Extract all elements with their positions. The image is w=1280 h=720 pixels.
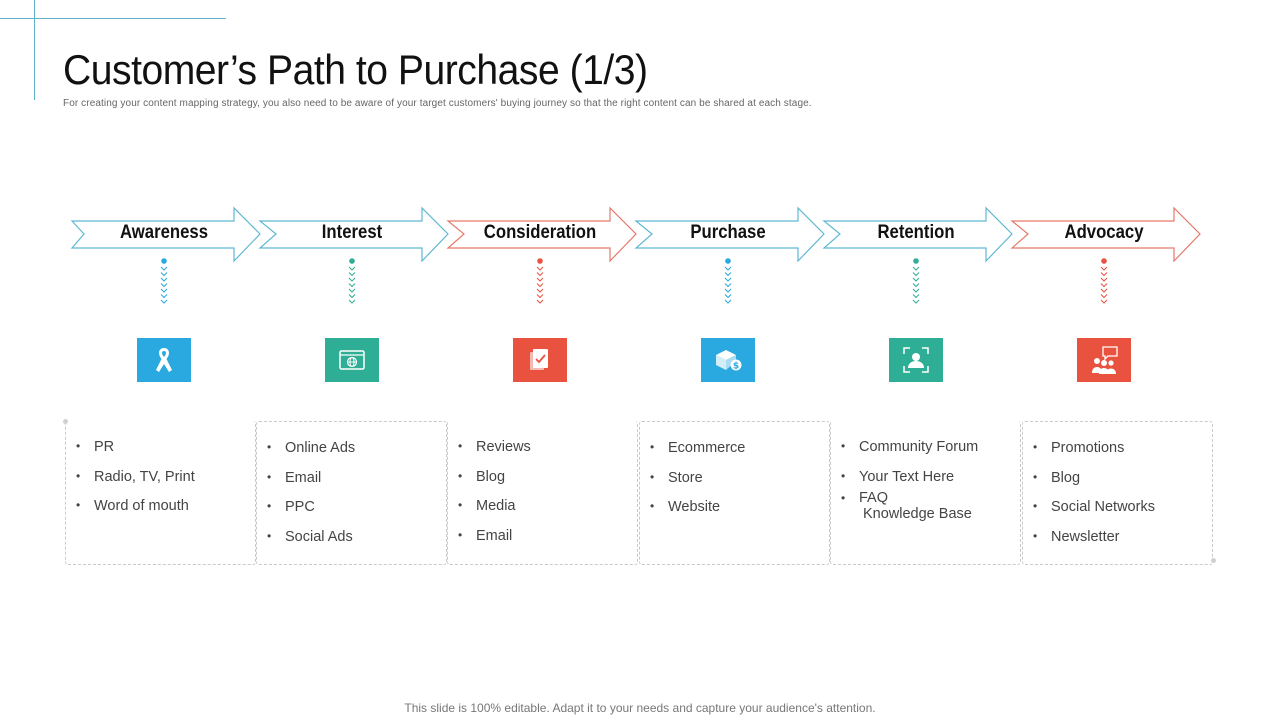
list-item: Media — [458, 498, 637, 528]
list-item-text: Radio, TV, Print — [94, 468, 195, 485]
stage-arrow-retention — [822, 206, 1013, 263]
group-chat-icon — [1089, 345, 1119, 375]
stage-item-list: Community ForumYour Text HereFAQKnowledg… — [831, 421, 1020, 522]
list-item: Ecommerce — [650, 440, 829, 470]
list-item-text: Promotions — [1051, 440, 1125, 456]
svg-text:$: $ — [733, 362, 739, 372]
list-item-text: Website — [668, 499, 721, 515]
list-item: Email — [267, 470, 446, 500]
stage-icon-tile-retention — [889, 338, 943, 382]
list-item-text: Social Ads — [285, 528, 353, 545]
stage-item-list: Online AdsEmailPPC Social Ads — [257, 422, 446, 558]
stage-icon-tile-purchase: $ — [701, 338, 755, 382]
browser-globe-icon — [339, 350, 365, 370]
stage-item-list: EcommerceStoreWebsite — [640, 422, 829, 529]
stage-connector-advocacy — [1100, 258, 1108, 304]
corner-accent-vertical — [34, 0, 35, 100]
list-item-text: Email — [476, 527, 513, 544]
list-item: Email — [458, 528, 637, 558]
list-item: Blog — [1033, 470, 1212, 500]
list-item-text: Email — [285, 469, 322, 486]
stage-item-list: ReviewsBlogMediaEmail — [448, 421, 637, 557]
stage-connector-interest — [348, 258, 356, 304]
stage-card-retention: Community ForumYour Text HereFAQKnowledg… — [830, 421, 1021, 565]
list-item: Newsletter — [1033, 529, 1212, 559]
stage-card-advocacy: PromotionsBlogSocial NetworksNewsletter — [1022, 421, 1213, 565]
timeline-start-dot — [63, 419, 68, 424]
stage-label-interest: Interest — [321, 222, 383, 243]
list-item-text: PR — [94, 439, 115, 455]
list-item-text: Newsletter — [1051, 528, 1120, 545]
list-item-text: Reviews — [476, 439, 531, 455]
list-item-text: Ecommerce — [668, 440, 746, 456]
stage-label-consideration: Consideration — [483, 222, 597, 243]
list-item-text: PPC — [285, 499, 315, 515]
stage-icon-tile-consideration — [513, 338, 567, 382]
list-item-text: Media — [476, 498, 516, 514]
documents-checklist-icon — [528, 347, 552, 373]
stage-item-list: PR Radio, TV, PrintWord of mouth — [66, 421, 255, 528]
stage-card-purchase: EcommerceStoreWebsite — [639, 421, 830, 565]
stage-label-awareness: Awareness — [120, 222, 208, 243]
stage-arrow-consideration — [446, 206, 637, 263]
footer-note: This slide is 100% editable. Adapt it to… — [404, 701, 876, 715]
list-item-text-secondary: Knowledge Base — [863, 506, 972, 522]
stage-card-interest: Online AdsEmailPPC Social Ads — [256, 421, 447, 565]
list-item: Website — [650, 499, 829, 529]
list-item: Reviews — [458, 439, 637, 469]
list-item: Blog — [458, 469, 637, 499]
slide-subtitle: For creating your content mapping strate… — [63, 98, 812, 109]
awareness-ribbon-icon — [153, 346, 175, 374]
list-item-text: Social Networks — [1051, 499, 1155, 515]
list-item: PPC — [267, 499, 446, 529]
stage-arrow-purchase — [634, 206, 825, 263]
list-item: Social Ads — [267, 529, 446, 559]
list-item-text: Your Text Here — [859, 468, 955, 485]
stage-label-purchase: Purchase — [690, 222, 766, 243]
list-item-text: Community Forum — [859, 439, 979, 455]
list-item: Store — [650, 470, 829, 500]
stage-arrows — [70, 206, 1201, 263]
stage-label-advocacy: Advocacy — [1064, 222, 1144, 243]
stage-connector-consideration — [536, 258, 544, 304]
list-item: Online Ads — [267, 440, 446, 470]
stage-icon-tile-advocacy — [1077, 338, 1131, 382]
corner-accent-horizontal — [0, 18, 226, 19]
stage-card-consideration: ReviewsBlogMediaEmail — [447, 421, 638, 565]
timeline-end-dot — [1211, 558, 1216, 563]
stage-arrow-advocacy — [1010, 206, 1201, 263]
list-item: Promotions — [1033, 440, 1212, 470]
stage-icon-tile-awareness — [137, 338, 191, 382]
list-item-text: Store — [668, 469, 703, 486]
stage-item-list: PromotionsBlogSocial NetworksNewsletter — [1023, 422, 1212, 558]
list-item: Community Forum — [841, 439, 1020, 469]
list-item: Word of mouth — [76, 498, 255, 528]
stage-arrow-awareness — [70, 206, 261, 263]
stage-connector-awareness — [160, 258, 168, 304]
stage-label-retention: Retention — [877, 222, 955, 243]
list-item: Radio, TV, Print — [76, 469, 255, 499]
list-item-text: Blog — [476, 468, 506, 485]
slide-title: Customer’s Path to Purchase (1/3) — [63, 46, 648, 93]
stage-icon-tile-interest — [325, 338, 379, 382]
list-item: Your Text Here — [841, 469, 1020, 499]
user-frame-icon — [902, 346, 930, 374]
stage-connector-purchase — [724, 258, 732, 304]
stage-connector-retention — [912, 258, 920, 304]
list-item-text: Online Ads — [285, 440, 356, 456]
box-dollar-icon: $ — [713, 348, 743, 372]
list-item-text: Word of mouth — [94, 498, 189, 514]
stage-card-awareness: PR Radio, TV, PrintWord of mouth — [65, 421, 256, 565]
list-item: Social Networks — [1033, 499, 1212, 529]
list-item-text: FAQ — [859, 490, 889, 506]
stage-arrow-interest — [258, 206, 449, 263]
list-item-text: Blog — [1051, 469, 1081, 486]
list-item: PR — [76, 439, 255, 469]
